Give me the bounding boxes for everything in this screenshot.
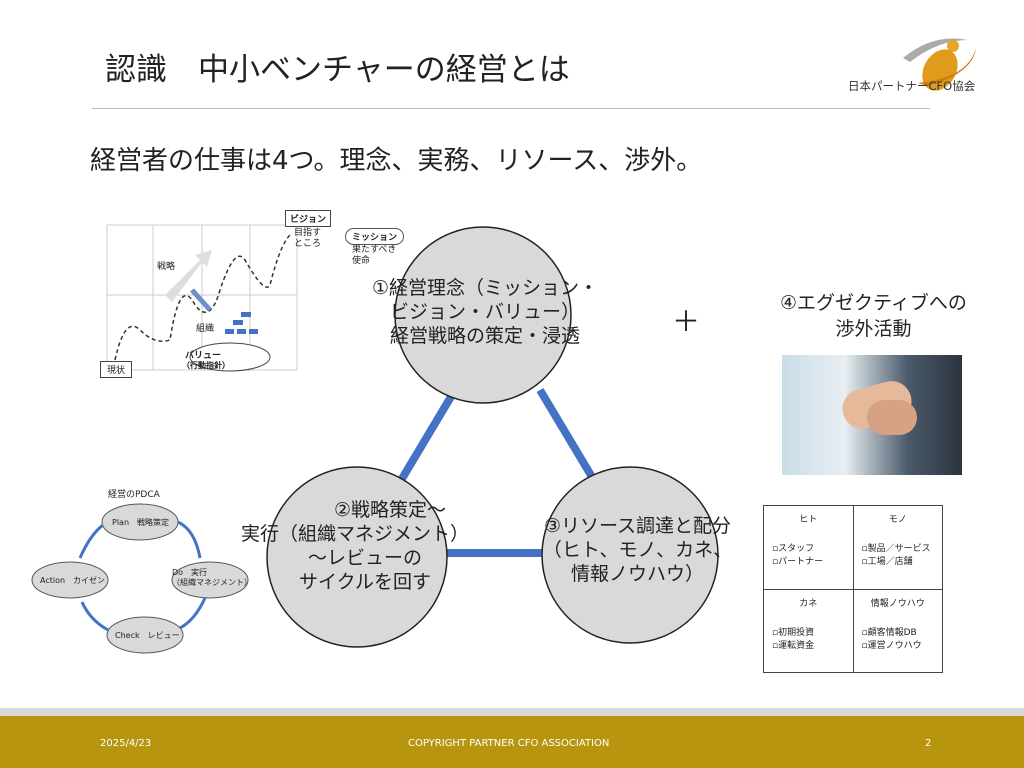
cell-item: 製品／サービス [867,544,931,554]
cell-item: 顧客情報DB [867,627,917,638]
circle-pdca [266,466,448,648]
mission-label: ミッション [345,228,405,245]
strategy-label: 戦略 [157,262,176,272]
vision-label: ビジョン [285,210,332,227]
logo-text: 日本パートナーCFO協会 [848,79,976,93]
title-divider [92,108,930,109]
text-line: （ヒト、モノ、カネ、 [542,539,733,561]
cell-item: 工場／店舗 [867,557,913,567]
text-line: 実行（組織マネジメント） [240,523,469,545]
text-line: 使命 [352,256,371,266]
value-sub: （行動指針） [182,361,230,370]
value-label: バリュー [185,351,222,361]
circle-resources [541,466,719,644]
cell-title: カネ [799,598,818,609]
plus-sign: ＋ [672,305,701,338]
cell-item: 初期投資 [778,627,815,638]
text-line: 経営戦略の策定・浸透 [389,325,580,347]
resources-table: ヒト▫スタッフ▫パートナー モノ▫製品／サービス▫工場／店舗 カネ▫初期投資▫運… [763,505,943,673]
organization-label: 組織 [196,324,215,334]
vision-sub: 目指すところ [294,228,321,250]
strategy-diagram [106,224,298,372]
resource-cell-people: ヒト▫スタッフ▫パートナー [763,505,854,590]
footer-copyright: COPYRIGHT PARTNER CFO ASSOCIATION [408,738,610,749]
circle-pdca-text: ②戦略策定～ 実行（組織マネジメント） ～レビューの サイクルを回す [220,498,490,594]
text-line: 果たすべき [352,245,397,255]
cell-title: ヒト [799,515,818,525]
circle-philosophy-text: ①経営理念（ミッション・ ビジョン・バリュー） 経営戦略の策定・浸透 [370,276,600,348]
circle-resources-text: ③リソース調達と配分 （ヒト、モノ、カネ、 情報ノウハウ） [525,514,750,586]
resource-cell-info: 情報ノウハウ▫顧客情報DB▫運営ノウハウ [852,588,943,673]
text-line: サイクルを回す [298,571,432,593]
cell-title: 情報ノウハウ [870,598,925,609]
text-line: ①経営理念（ミッション・ [371,277,599,299]
text-line: ③リソース調達と配分 [543,515,732,537]
pdca-action: Action カイゼン [40,576,106,585]
text-line: ④エグゼクティブへの [780,292,967,314]
text-line: ②戦略策定～ [333,499,447,521]
logo-icon [903,38,976,91]
connector-line [536,387,599,485]
text-line: ところ [294,239,322,249]
text-line: ～レビューの [307,547,422,569]
executive-relations: ④エグゼクティブへの 渉外活動 [780,290,967,342]
footer-divider [0,708,1024,716]
pdca-cycle [31,503,249,654]
slide-title: 認識 中小ベンチャーの経営とは [105,52,570,88]
footer [0,716,1024,768]
cell-item: 運営ノウハウ [867,640,922,651]
mission-sub: 果たすべき使命 [352,245,396,267]
subtitle: 経営者の仕事は4つ。理念、実務、リソース、渉外。 [90,146,703,176]
current-label: 現状 [100,361,133,378]
text-line: ビジョン・バリュー） [389,301,580,323]
text-line: 情報ノウハウ） [570,563,704,585]
cell-item: 運転資金 [778,640,815,651]
resource-cell-things: モノ▫製品／サービス▫工場／店舗 [852,505,943,590]
pdca-check: Check レビュー [115,631,180,640]
page-number: 2 [925,738,932,749]
footer-date: 2025/4/23 [100,738,152,749]
circle-philosophy [394,226,572,404]
pdca-title: 経営のPDCA [108,490,160,500]
resource-cell-money: カネ▫初期投資▫運転資金 [763,588,854,673]
cell-item: パートナー [778,557,824,567]
cell-item: スタッフ [778,544,815,554]
text-line: Do 実行 [172,568,208,577]
text-line: 渉外活動 [835,318,912,340]
handshake-photo [782,355,962,475]
text-line: 目指す [294,228,322,238]
cell-title: モノ [888,515,907,525]
connector-line [396,387,459,485]
pdca-do: Do 実行（組織マネジメント） [172,568,252,588]
pdca-plan: Plan 戦略策定 [112,518,170,527]
text-line: （組織マネジメント） [172,578,252,587]
